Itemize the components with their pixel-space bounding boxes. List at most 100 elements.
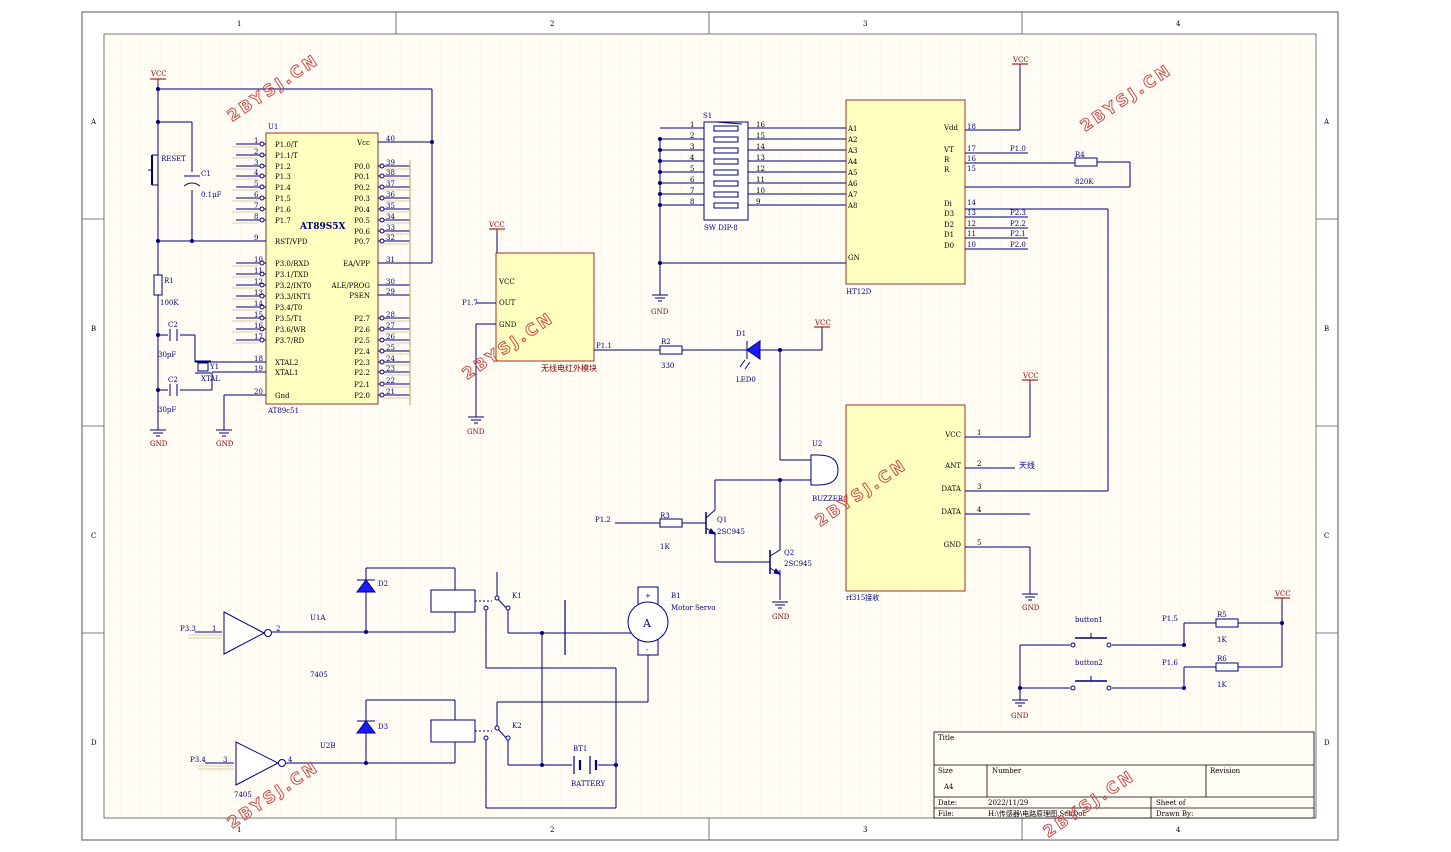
ir-module-name: 无线电红外模块 xyxy=(541,363,597,373)
mcu-pin-number: 17 xyxy=(254,333,263,341)
mcu-pin-number: 35 xyxy=(386,202,395,210)
ht12d-gnd-pin: GN xyxy=(848,254,860,262)
row-label: D xyxy=(1324,739,1330,747)
mcu-pin-number: 1 xyxy=(254,137,258,145)
antenna-label: 天线 xyxy=(1019,460,1035,470)
mcu-pin-name: P3.6/WR xyxy=(275,326,306,334)
dip-slot xyxy=(713,136,739,143)
driver-a-out-pin: 2 xyxy=(276,625,280,633)
dip-pin-number: 10 xyxy=(756,187,765,195)
button-junctions xyxy=(1018,621,1284,690)
gnd-symbol xyxy=(468,416,484,424)
button1-net: P1.5 xyxy=(1162,615,1178,623)
driver-a-in-pin: 1 xyxy=(212,625,216,633)
pin-dot xyxy=(259,260,265,266)
r6-designator: R6 xyxy=(1217,655,1227,663)
mcu-pin-number: 32 xyxy=(386,234,395,242)
reset-button xyxy=(148,154,158,186)
vcc-symbol: VCC xyxy=(1012,56,1029,68)
col-label: 2 xyxy=(550,20,554,28)
gnd-symbol xyxy=(150,429,166,437)
number-label: Number xyxy=(992,767,1022,775)
mcu-pin-number: 15 xyxy=(254,311,263,319)
led-d1 xyxy=(739,340,761,370)
pin-dot xyxy=(379,337,385,343)
pin-dot xyxy=(379,381,385,387)
gnd-symbol xyxy=(1012,699,1028,707)
mcu-designator: U1 xyxy=(268,123,278,131)
r3-designator: R3 xyxy=(660,512,670,520)
size-value: A4 xyxy=(943,783,954,791)
ir-net-out: P1.7 xyxy=(462,299,478,307)
ht12d-pin-name: A1 xyxy=(847,125,858,133)
mcu-pin-name: P0.1 xyxy=(354,173,370,181)
mcu-pin-number: 23 xyxy=(386,365,395,373)
mcu-pin-name: P0.3 xyxy=(354,195,370,203)
mcu-pin-number: 25 xyxy=(386,344,395,352)
driver-b-part: 7405 xyxy=(234,791,252,799)
capacitor-c2a xyxy=(169,329,178,341)
junction xyxy=(658,203,662,207)
dip-latch xyxy=(715,121,743,125)
mcu-pin-number: 26 xyxy=(386,333,395,341)
border-labels: 1 2 3 4 1 2 3 4 A B C D A B C D xyxy=(90,20,1330,834)
dip-pin-number: 13 xyxy=(756,154,765,162)
driver-b-net: P3.4 xyxy=(190,756,206,764)
mcu-pin-name: Vcc xyxy=(356,139,370,147)
mcu-name: AT89S5X xyxy=(299,222,345,232)
svg-text:VCC: VCC xyxy=(814,319,831,327)
ht12d-pin-name: D3 xyxy=(944,210,954,218)
mcu-pin-name: P3.1/TXD xyxy=(275,271,309,279)
d1-value: LED0 xyxy=(736,376,756,384)
r4-value: 820K xyxy=(1075,178,1094,186)
ht12d-name: HT12D xyxy=(846,288,872,296)
gnd-symbol xyxy=(1022,593,1038,601)
ht12d-pin-name: A5 xyxy=(847,169,858,177)
mcu-pin-number: 4 xyxy=(254,169,259,177)
pin-dot xyxy=(379,173,385,179)
mcu-pin-name: P3.0/RXD xyxy=(275,260,309,268)
svg-text:VCC: VCC xyxy=(498,278,515,286)
dip-junctions xyxy=(658,137,662,265)
c2b-value: 30pF xyxy=(158,406,176,414)
q2-value: 2SC945 xyxy=(784,560,812,568)
mcu-pin-name: P2.0 xyxy=(354,392,370,400)
r4-designator: R4 xyxy=(1075,151,1085,159)
mcu-pin-name: P3.7/RD xyxy=(275,337,304,345)
c1-designator: C1 xyxy=(201,170,211,178)
junction xyxy=(778,478,782,482)
transistor-q1 xyxy=(705,509,717,535)
dip-pin-number: 15 xyxy=(756,132,765,140)
col-label: 4 xyxy=(1176,20,1181,28)
pin-dot xyxy=(259,282,265,288)
ht12d-pin-name: R xyxy=(944,166,950,174)
vcc-symbol: VCC xyxy=(814,319,831,331)
driver-a-designator: U1A xyxy=(310,614,326,622)
motor-value: Motor Servo xyxy=(671,604,715,612)
motor-drive-wiring xyxy=(195,567,649,809)
ht12d-pin-number: 16 xyxy=(967,155,976,163)
mcu-pin-number: 7 xyxy=(254,202,258,210)
mcu-pin-number: 40 xyxy=(386,135,395,143)
dip-pin-number: 11 xyxy=(756,176,765,184)
title-label: Title xyxy=(938,734,954,742)
r3-value: 1K xyxy=(660,543,670,551)
svg-text:GND: GND xyxy=(499,321,517,329)
pin-dot xyxy=(259,173,265,179)
dip-pin-number: 14 xyxy=(756,143,765,151)
dip-pin-number: 3 xyxy=(690,143,694,151)
ht12d-pin-number: 14 xyxy=(967,199,976,207)
ht12d-pin-number: 10 xyxy=(967,241,976,249)
junction xyxy=(658,148,662,152)
vcc-symbol: VCC xyxy=(1022,372,1039,384)
button2-net: P1.6 xyxy=(1162,659,1178,667)
mcu-pin-number: 8 xyxy=(254,213,258,221)
mcu-pin-name: P3.2/INT0 xyxy=(275,282,311,290)
s1-value: SW DIP-8 xyxy=(704,224,738,232)
svg-text:VCC: VCC xyxy=(150,70,167,78)
